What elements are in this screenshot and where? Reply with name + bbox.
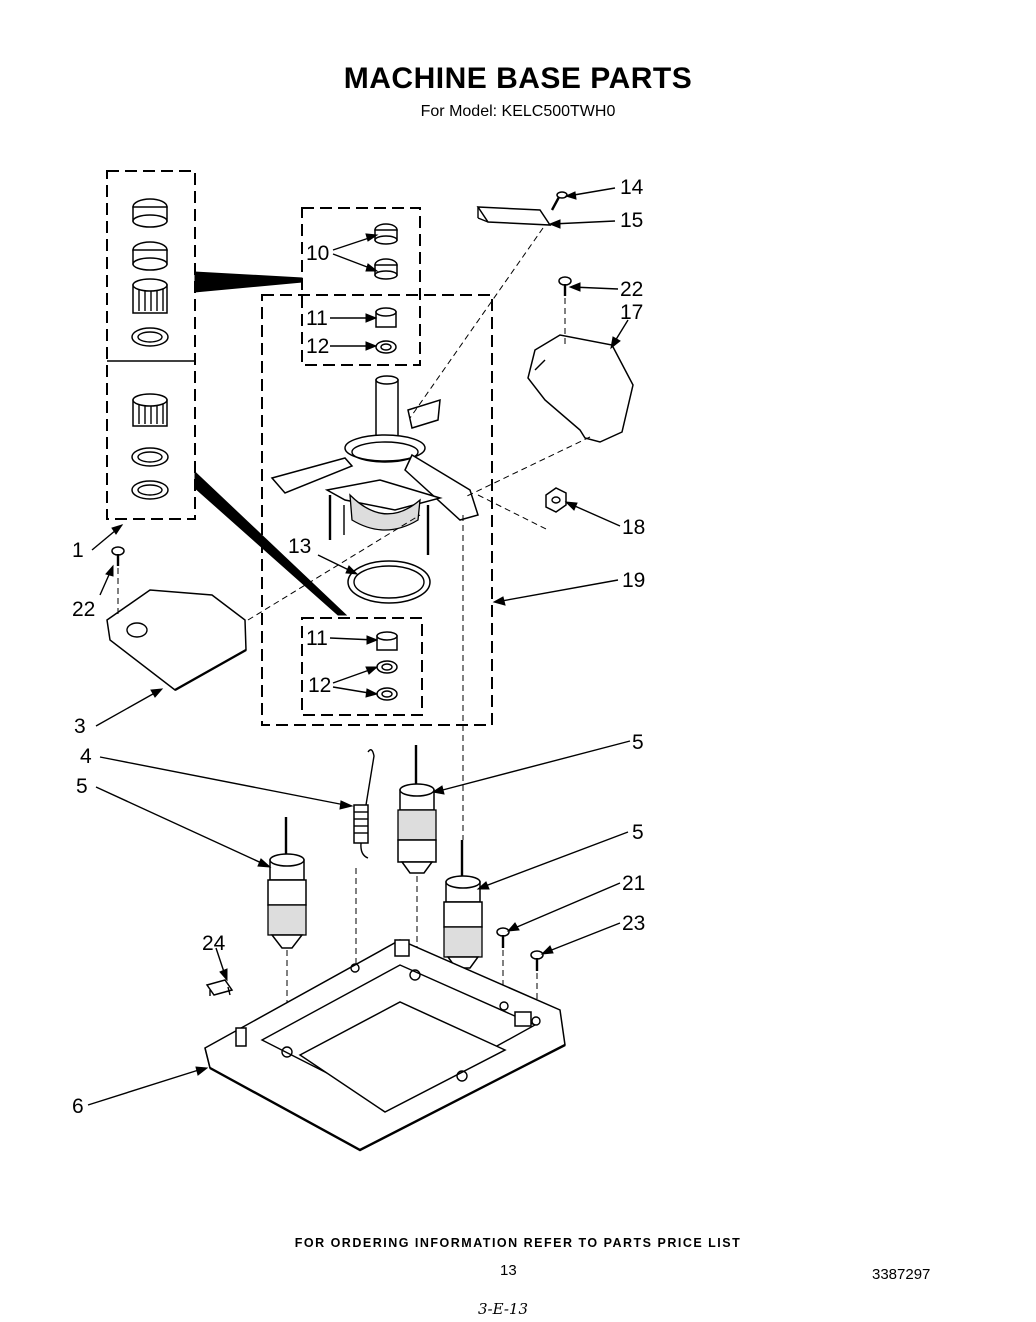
base-frame-6 [204,939,566,1152]
callout-12-upper: 12 [306,335,329,358]
kit-bearing-upper [131,278,169,347]
callout-15: 15 [620,209,643,232]
callout-19: 19 [622,569,645,592]
lower-bearing-stack [376,631,398,701]
suspension-middle [397,745,437,874]
callout-17: 17 [620,301,643,324]
callout-6: 6 [72,1095,84,1118]
screw-22-left [111,546,125,566]
leader-lines [87,187,631,1106]
document-number: 3387297 [872,1266,931,1283]
transmission-assembly [270,375,479,555]
clip-24 [205,979,234,996]
kit-pointer-upper [194,271,303,293]
callout-3: 3 [74,715,86,738]
spring-4 [353,749,375,859]
screw-22-right [558,276,572,296]
handwritten-mark: 3-E-13 [478,1300,528,1318]
callout-5-middle: 5 [632,731,644,754]
assembly-guides [247,227,591,621]
suspension-left [267,817,307,949]
callout-23: 23 [622,912,645,935]
callout-4: 4 [80,745,92,768]
kit-seal-upper [132,198,168,271]
callout-10: 10 [306,242,329,265]
screw-21 [496,927,510,948]
callout-21: 21 [622,872,645,895]
upper-bearing-box [301,207,421,366]
callout-22-right: 22 [620,278,643,301]
page-title: MACHINE BASE PARTS [343,62,693,95]
callout-labels: 1 22 3 4 5 6 10 11 12 13 11 12 14 15 22 … [72,176,645,1118]
callout-5-left: 5 [76,775,88,798]
screw-23 [530,950,544,971]
lower-bearing-box [301,617,423,716]
model-subtitle: For Model: KELC500TWH0 [420,103,616,120]
bracket-15 [476,206,552,226]
callout-13: 13 [288,535,311,558]
suspension-right [443,840,483,969]
callout-14: 14 [620,176,644,199]
page-number: 13 [500,1262,517,1279]
seal-ring-13 [347,560,431,604]
callout-22-left: 22 [72,598,95,621]
callout-5-right: 5 [632,821,644,844]
kit-pointer-lower [194,470,348,616]
shield-3 [106,589,247,692]
callout-11-lower: 11 [306,627,328,650]
callout-11-upper: 11 [306,307,328,330]
upper-bearing-stack [374,223,398,354]
callout-12-lower: 12 [308,674,331,697]
callout-18: 18 [622,516,645,539]
callout-1: 1 [72,539,84,562]
nut-18 [545,487,567,513]
shield-17 [527,334,634,443]
transmission-assembly-box [261,294,493,726]
bearing-kit-box [106,170,196,520]
callout-24: 24 [202,932,226,955]
ordering-info-note: FOR ORDERING INFORMATION REFER TO PARTS … [294,1236,742,1250]
screw-14 [550,191,568,211]
kit-bearing-lower [131,393,169,500]
